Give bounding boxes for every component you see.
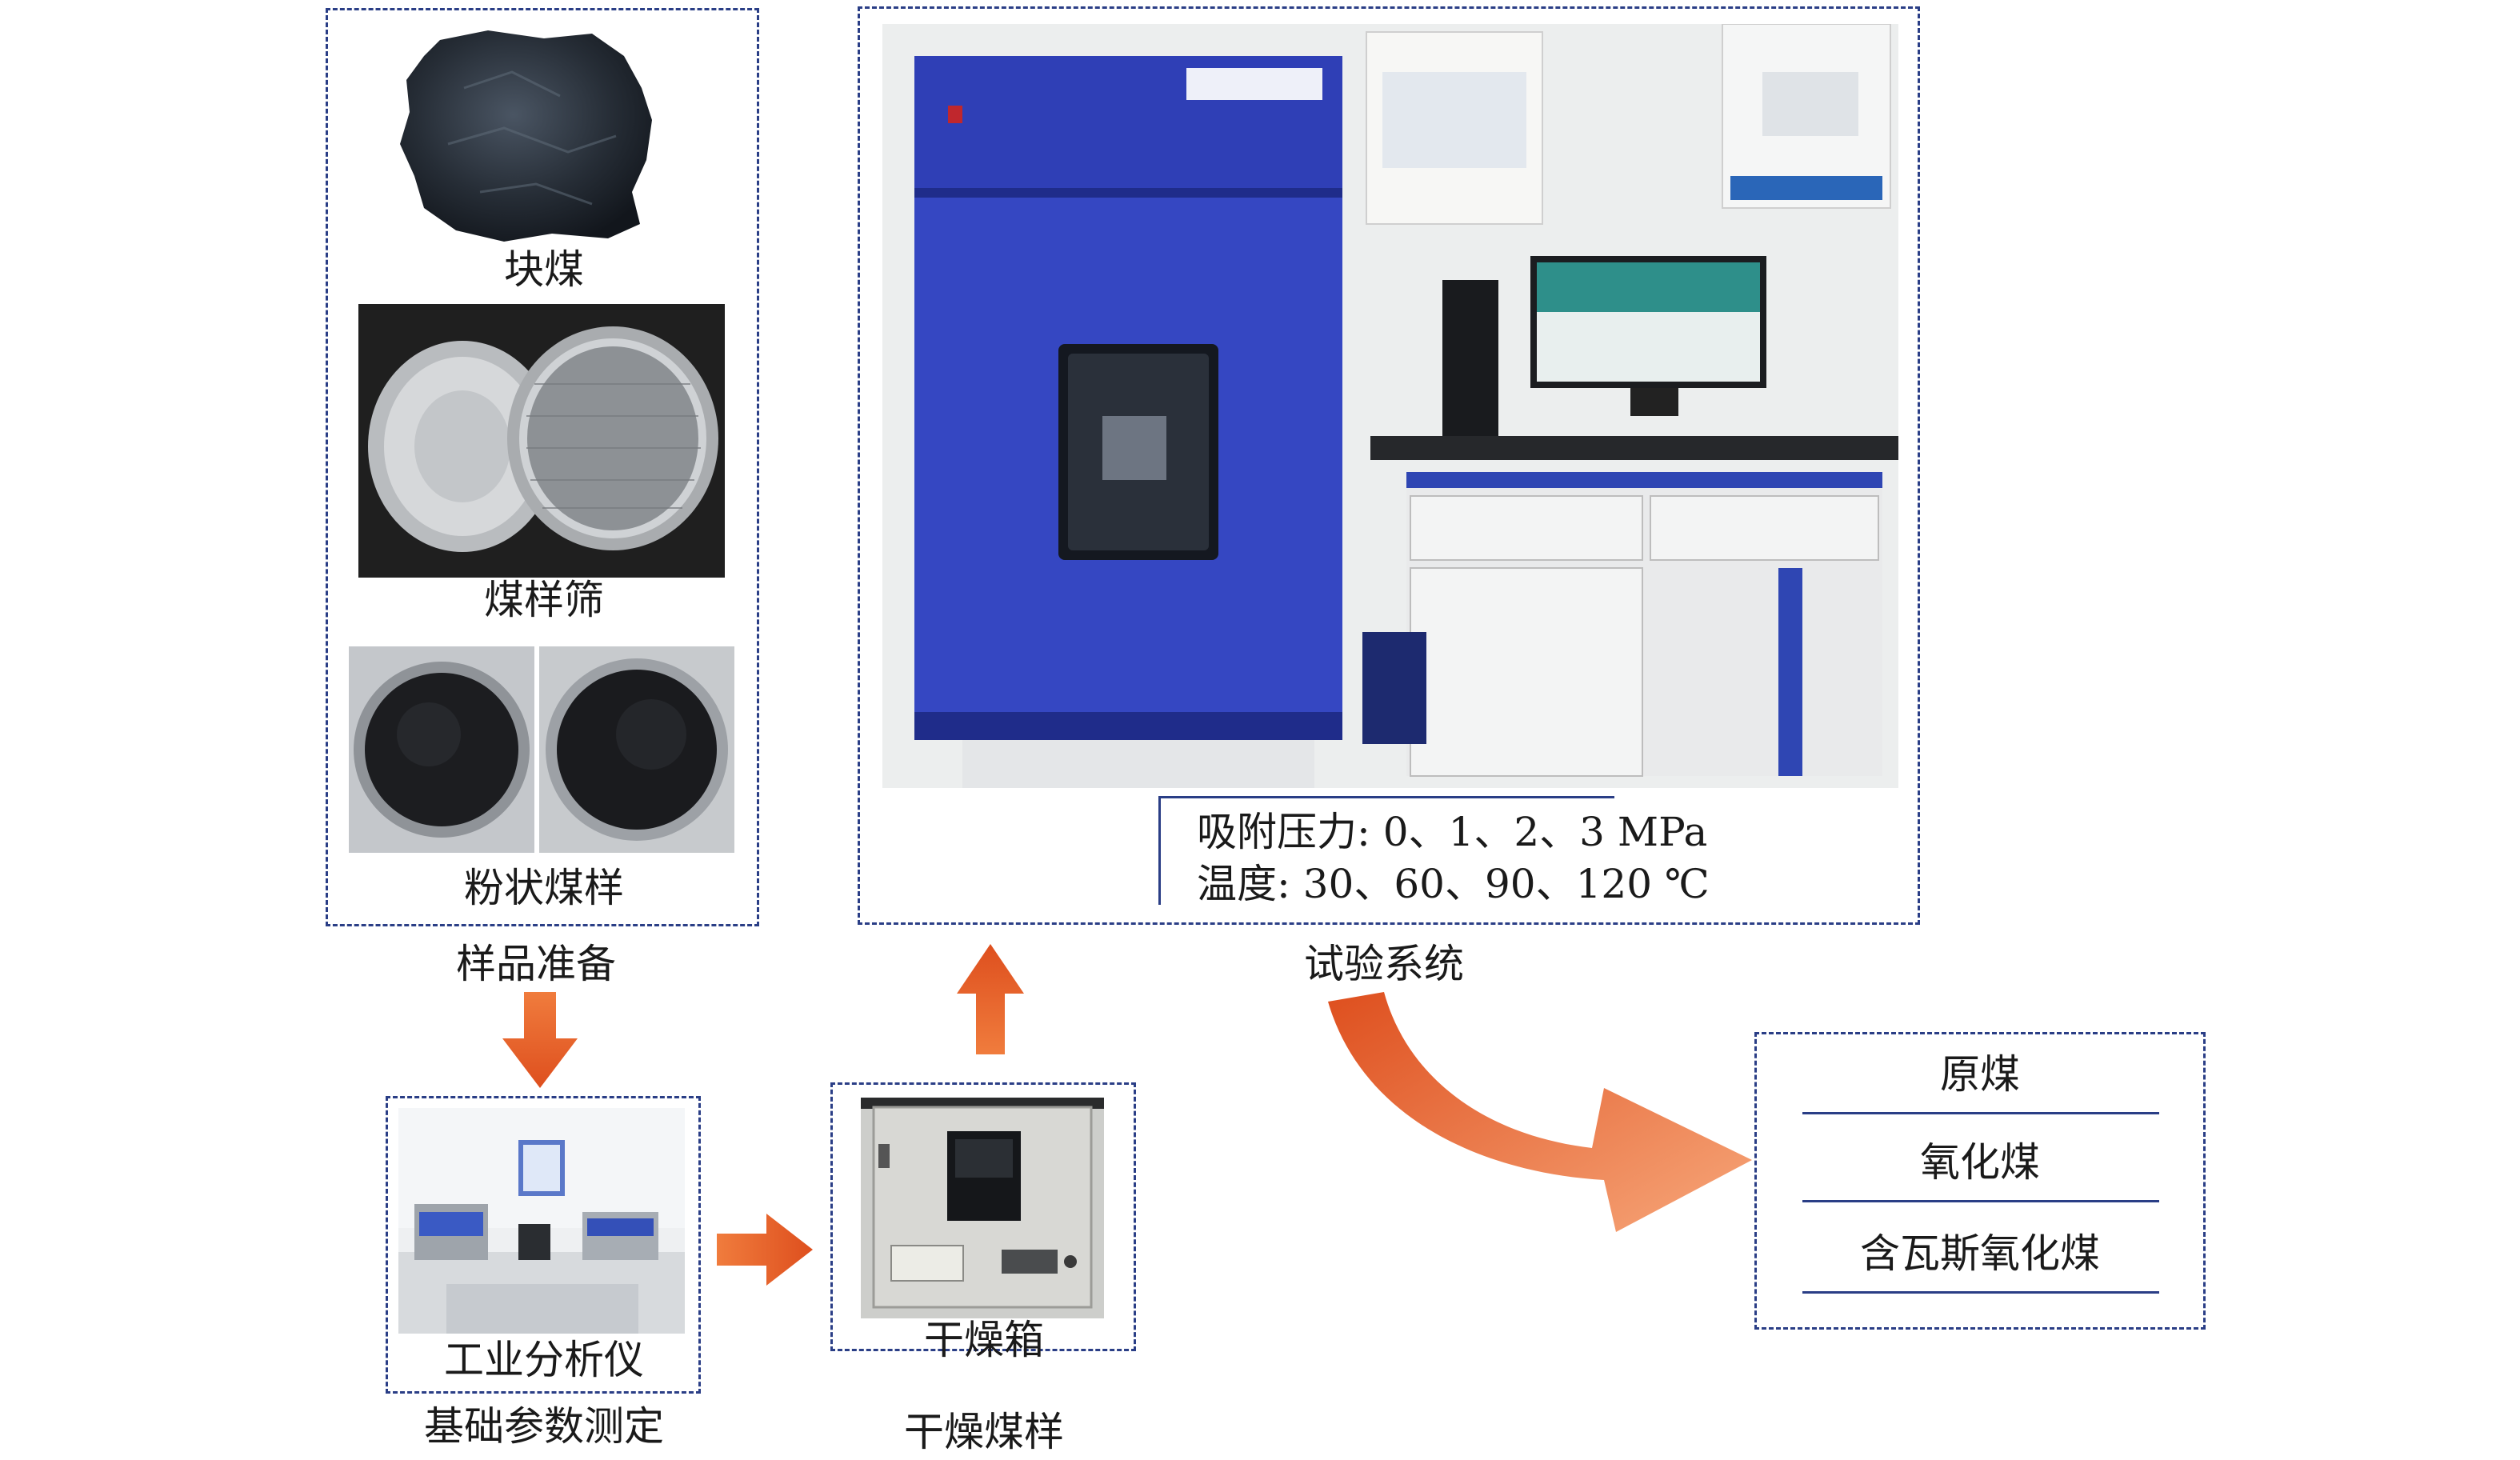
result-item-oxidized-coal: 氧化煤 <box>1920 1139 2040 1186</box>
test-system-caption: 试验系统 <box>1304 941 1464 987</box>
result-divider-2 <box>1802 1200 2159 1202</box>
powder-coal-label: 粉状煤样 <box>464 865 624 911</box>
basic-params-panel <box>386 1096 701 1394</box>
industrial-analyzer-image <box>398 1108 685 1334</box>
temperature-parameter-text: 温度: 30、60、90、120 ℃ <box>1197 861 1710 907</box>
pressure-parameter-text: 吸附压力: 0、1、2、3 MPa <box>1197 809 1708 855</box>
arrow-right-icon <box>717 1214 813 1286</box>
drying-panel <box>830 1082 1136 1351</box>
industrial-analyzer-label: 工业分析仪 <box>444 1337 644 1383</box>
parameter-box-top-border <box>1158 796 1614 798</box>
sample-prep-panel <box>326 8 759 926</box>
result-divider-3 <box>1802 1291 2159 1294</box>
test-system-panel <box>858 6 1920 925</box>
lump-coal-label: 块煤 <box>504 246 584 293</box>
coal-sieve-image <box>358 304 725 578</box>
result-divider-1 <box>1802 1112 2159 1114</box>
powder-coal-image-left <box>349 646 534 853</box>
test-system-image <box>882 24 1898 788</box>
powder-coal-image-right <box>539 646 734 853</box>
drying-oven-label: 干燥箱 <box>924 1317 1044 1363</box>
basic-params-caption: 基础参数测定 <box>424 1403 664 1450</box>
result-item-raw-coal: 原煤 <box>1940 1051 2020 1098</box>
coal-sieve-label: 煤样筛 <box>484 577 604 623</box>
result-item-gas-oxidized-coal: 含瓦斯氧化煤 <box>1860 1230 2100 1277</box>
arrow-up-icon <box>957 944 1024 1054</box>
parameter-box-left-border <box>1158 796 1161 905</box>
lump-coal-image <box>392 24 664 248</box>
curved-arrow-icon <box>1328 992 1760 1232</box>
sample-prep-caption: 样品准备 <box>456 941 616 987</box>
drying-oven-image <box>861 1098 1104 1318</box>
results-panel <box>1754 1032 2206 1330</box>
drying-caption: 干燥煤样 <box>904 1409 1064 1455</box>
arrow-down-icon <box>502 992 578 1088</box>
